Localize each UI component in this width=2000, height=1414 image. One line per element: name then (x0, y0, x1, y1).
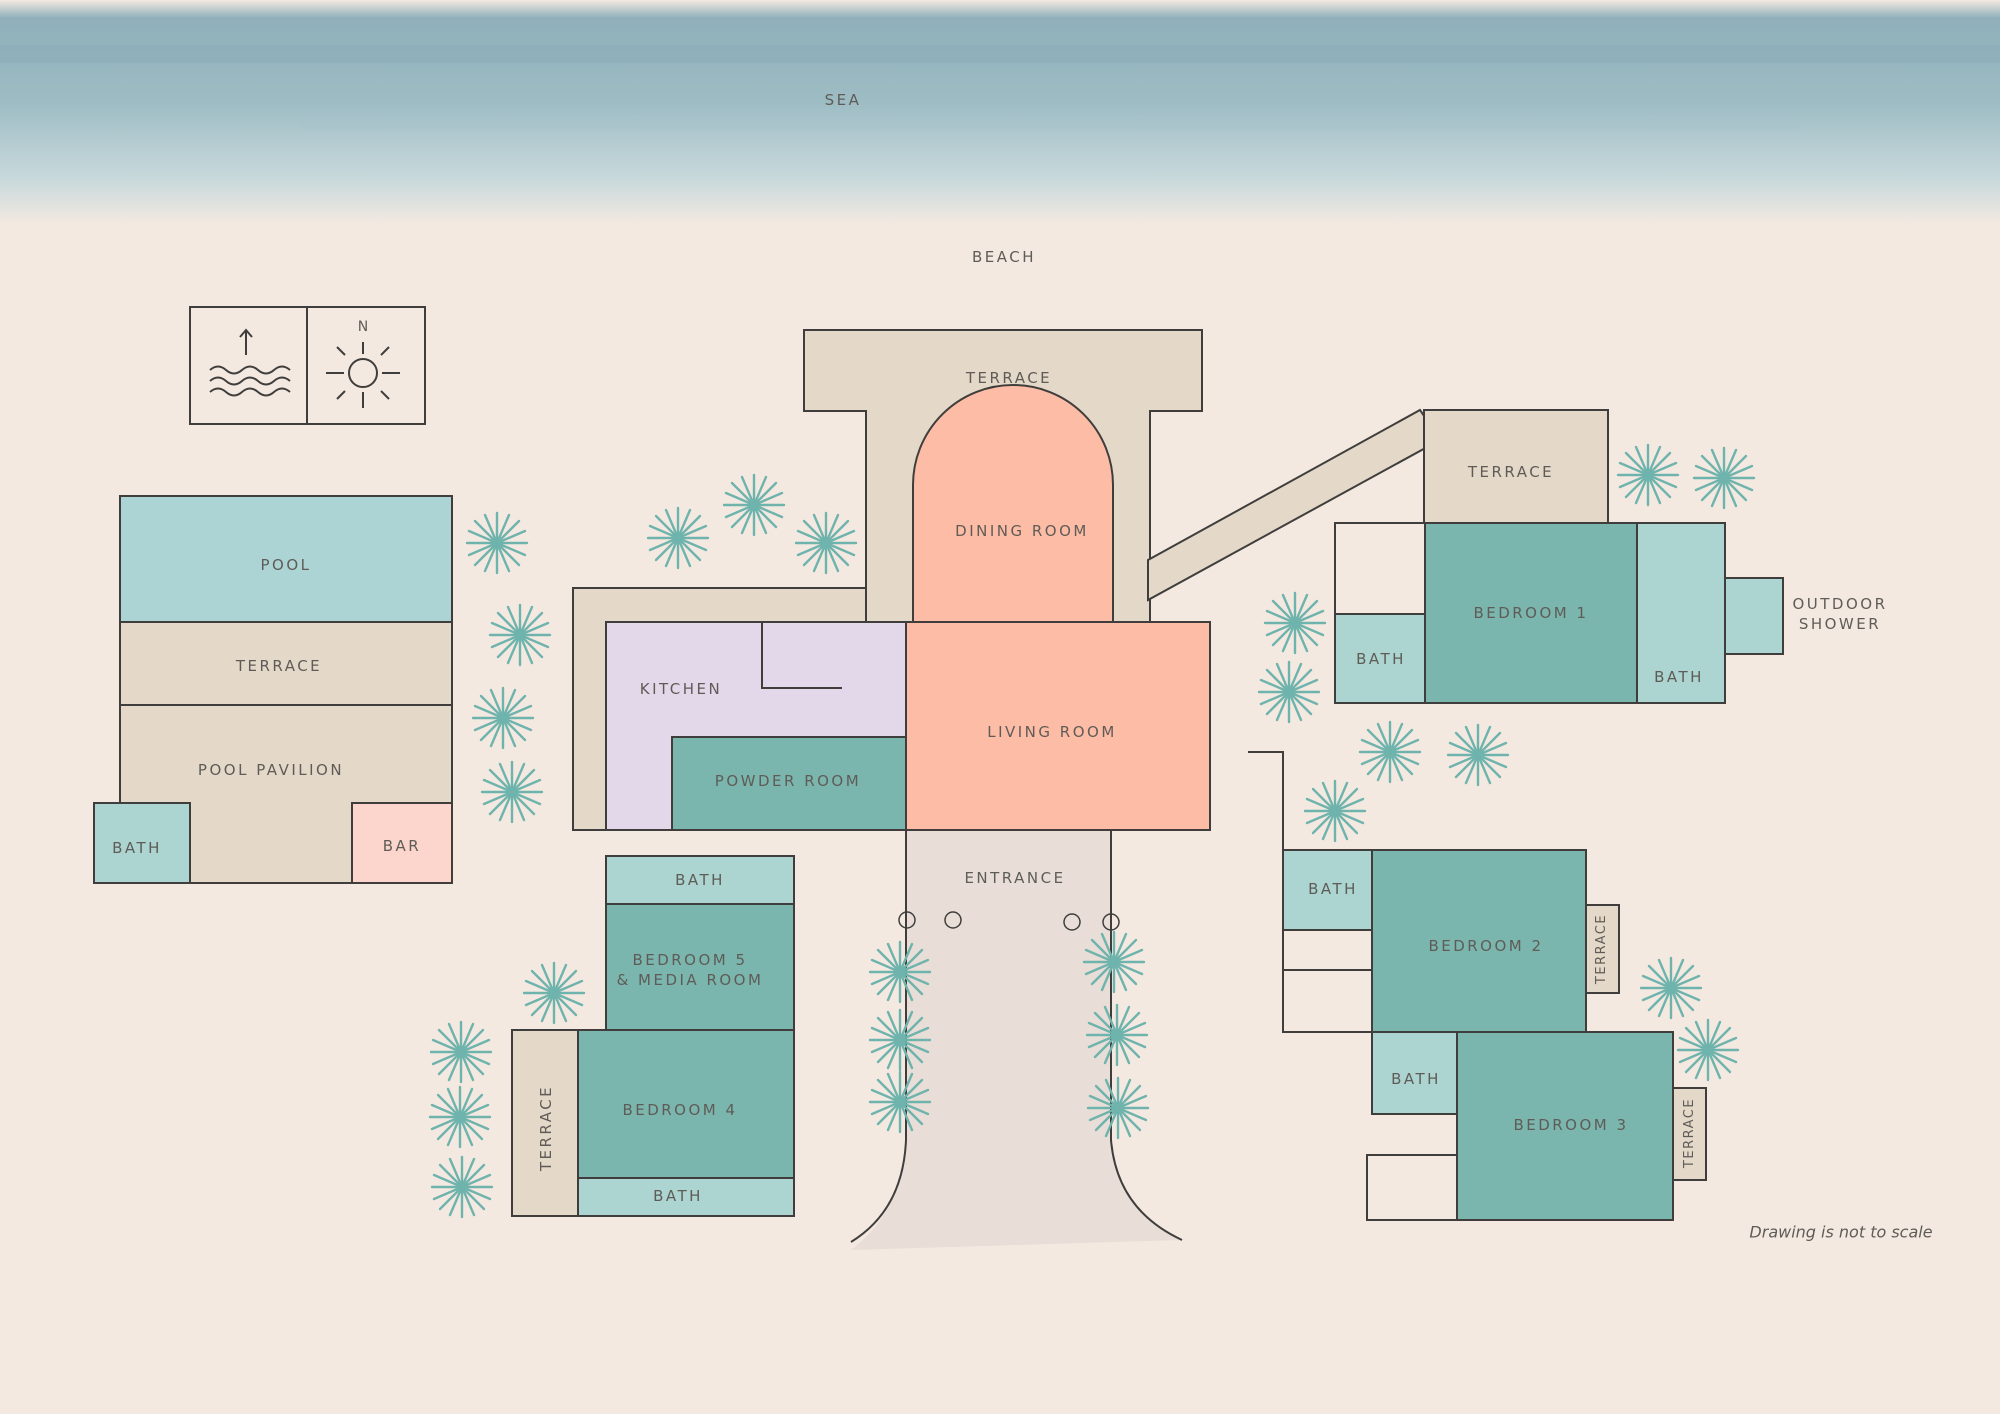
bedroom1-right-bath (1636, 522, 1726, 704)
pool-pavilion-label: POOL PAVILION (197, 761, 345, 779)
powder-room-label: POWDER ROOM (714, 772, 862, 790)
bedroom1-room (1424, 522, 1638, 704)
bedroom1-terrace-label: TERRACE (1467, 463, 1555, 481)
sea-label: SEA (824, 91, 862, 109)
bedroom2-room (1371, 849, 1587, 1033)
bedroom4-bath (577, 1177, 795, 1217)
bedroom1-right-bath-label: BATH (1654, 668, 1704, 686)
dining-room (912, 384, 1114, 625)
compass-north-label: N (357, 319, 369, 335)
entrance-path (851, 830, 1182, 1250)
bedroom2-bath (1282, 849, 1373, 931)
bedroom1-left-bath (1334, 613, 1426, 704)
powder-room (671, 736, 907, 831)
bedroom3-terrace (1672, 1087, 1707, 1181)
bar-room (351, 802, 453, 884)
scale-note: Drawing is not to scale (1749, 1222, 1933, 1242)
main-terrace-label: TERRACE (965, 369, 1053, 387)
bedroom5-room (605, 903, 795, 1031)
pool-terrace-label: TERRACE (235, 657, 323, 675)
bedroom1-label: BEDROOM 1 (1473, 604, 1589, 622)
bedroom4-terrace (511, 1029, 579, 1217)
legend-box (189, 306, 426, 425)
living-room (905, 621, 1211, 831)
bedroom3-label: BEDROOM 3 (1513, 1116, 1629, 1134)
pool-terrace (119, 621, 453, 706)
bedroom3-terrace-label: TERRACE (1682, 1097, 1697, 1169)
bedroom1-left-bath-label: BATH (1356, 650, 1406, 668)
outdoor-shower (1724, 577, 1784, 655)
bedroom2-terrace-label: TERRACE (1594, 913, 1609, 985)
bedroom2-label: BEDROOM 2 (1428, 937, 1544, 955)
walkway-bedroom1 (1147, 408, 1442, 602)
bedroom4-bath-label: BATH (653, 1187, 703, 1205)
bedroom3-bath-label: BATH (1391, 1070, 1441, 1088)
beach-label: BEACH (971, 248, 1037, 266)
pool-bath-label: BATH (112, 839, 162, 857)
bedroom3-bath (1371, 1031, 1458, 1115)
bedroom4-room (577, 1029, 795, 1179)
bar-label: BAR (382, 837, 422, 855)
bedroom5-bath-label: BATH (675, 871, 725, 889)
bedroom4-terrace-label: TERRACE (537, 1084, 555, 1172)
entrance-bollards (898, 911, 1120, 931)
bedroom5-label: BEDROOM 5 & MEDIA ROOM (616, 951, 764, 989)
bedroom2-terrace (1585, 904, 1620, 994)
entrance-label: ENTRANCE (964, 869, 1066, 887)
kitchen-label: KITCHEN (639, 680, 723, 698)
pool-label: POOL (260, 556, 312, 574)
living-room-label: LIVING ROOM (987, 723, 1117, 741)
bedroom5-bath (605, 855, 795, 905)
sea-area (0, 0, 2000, 225)
bedroom2-bath-label: BATH (1308, 880, 1358, 898)
pool (119, 495, 453, 623)
compass-sun-icon (326, 342, 400, 408)
dining-room-label: DINING ROOM (955, 522, 1089, 540)
bedroom1-terrace (1423, 409, 1609, 524)
pool-bath (93, 802, 191, 884)
outdoor-shower-label: OUTDOOR SHOWER (1792, 595, 1888, 633)
bedroom4-label: BEDROOM 4 (622, 1101, 738, 1119)
sea-direction-icon (209, 328, 291, 397)
